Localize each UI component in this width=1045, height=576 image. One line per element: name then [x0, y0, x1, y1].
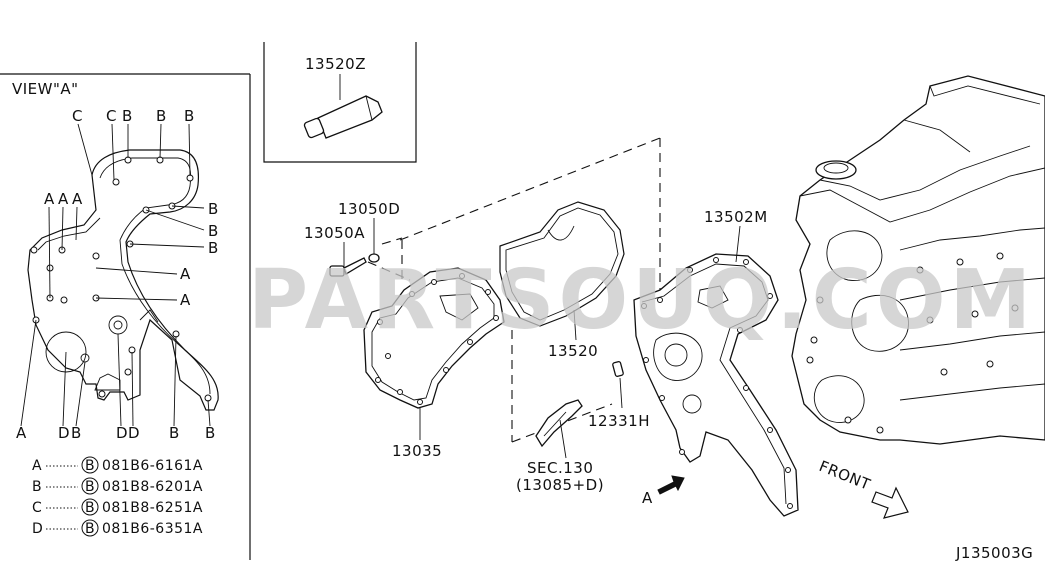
view-a-title: VIEW"A" — [12, 80, 79, 98]
legend-key: B — [32, 479, 42, 495]
bolt-group: 13050D 13050A — [304, 200, 411, 281]
view-label-c2: C — [106, 107, 117, 125]
sealant-tube-icon — [303, 95, 383, 139]
sealant-inset: 13520Z — [263, 42, 417, 163]
washer-icon — [368, 253, 380, 263]
front-cover-holes — [375, 273, 499, 405]
view-label-a3: A — [72, 190, 83, 208]
diagram-code: J135003G — [955, 544, 1033, 562]
view-label-b3: B — [184, 107, 195, 125]
legend-circle-symbol: B — [85, 479, 95, 495]
legend-part-number: 081B6-6161A — [102, 458, 203, 474]
legend-row: C B 081B8-6251A — [32, 498, 203, 516]
view-label-b4: B — [208, 200, 219, 218]
bolt-icon — [329, 257, 367, 277]
callout-13050a[interactable]: 13050A — [304, 224, 365, 242]
callout-13520[interactable]: 13520 — [548, 342, 598, 360]
view-label-b1: B — [122, 107, 133, 125]
engine-block-part — [791, 75, 1045, 445]
legend-row: A B 081B6-6161A — [32, 456, 203, 474]
legend-row: B B 081B8-6201A — [32, 477, 203, 495]
view-a-cover-drawing — [20, 123, 219, 427]
legend-row: D B 081B6-6351A — [32, 519, 203, 537]
view-label-b2: B — [156, 107, 167, 125]
engine-block-holes — [806, 252, 1019, 434]
view-label-d1: D — [58, 424, 70, 442]
arrow-a-icon — [657, 475, 685, 495]
view-label-b9: B — [205, 424, 216, 442]
oil-filler-cap-icon — [815, 160, 857, 180]
gasket-part: 13520 — [499, 201, 625, 360]
chain-guide-part: SEC.130 (13085+D) — [516, 399, 604, 494]
view-label-c1: C — [72, 107, 83, 125]
rear-cover-holes — [641, 257, 793, 509]
legend-circle-symbol: B — [85, 500, 95, 516]
watermark: PARTSOUQ.COM — [248, 253, 1035, 348]
legend-circle-symbol: B — [85, 458, 95, 474]
view-a-panel: VIEW"A" C C B B B A A A B B B A A A D B … — [0, 73, 251, 560]
view-label-d2: D — [116, 424, 128, 442]
legend-part-number: 081B6-6351A — [102, 521, 203, 537]
legend-key: D — [32, 521, 43, 537]
view-label-a2: A — [58, 190, 69, 208]
legend-key: A — [32, 458, 42, 474]
callout-13050d[interactable]: 13050D — [338, 200, 400, 218]
view-a-arrow: A — [642, 475, 685, 507]
legend: A B 081B6-6161A B B 081B8-6201A C B 081B… — [32, 456, 203, 537]
front-arrow-icon — [871, 486, 909, 519]
callout-13520z[interactable]: 13520Z — [305, 55, 366, 73]
legend-key: C — [32, 500, 42, 516]
view-label-d3: D — [128, 424, 140, 442]
view-label-a1: A — [44, 190, 55, 208]
callout-sec130[interactable]: SEC.130 — [527, 459, 593, 477]
rear-cover-part: 13502M — [633, 208, 799, 517]
front-indicator: FRONT — [817, 457, 909, 519]
legend-circle-symbol: B — [85, 521, 95, 537]
view-label-a5: A — [180, 291, 191, 309]
view-label-b7: B — [71, 424, 82, 442]
view-label-a4: A — [180, 265, 191, 283]
callout-12331h[interactable]: 12331H — [588, 412, 650, 430]
callout-13035[interactable]: 13035 — [392, 442, 442, 460]
view-label-b5: B — [208, 222, 219, 240]
arrow-a-label: A — [642, 489, 653, 507]
view-label-a6: A — [16, 424, 27, 442]
legend-part-number: 081B8-6201A — [102, 479, 203, 495]
legend-part-number: 081B8-6251A — [102, 500, 203, 516]
callout-sec130-sub: (13085+D) — [516, 476, 604, 494]
view-label-b8: B — [169, 424, 180, 442]
front-cover-part: 13035 — [363, 267, 505, 460]
view-a-leaders — [20, 123, 211, 427]
view-label-b6: B — [208, 239, 219, 257]
front-label: FRONT — [817, 457, 874, 494]
dowel-pin-part: 12331H — [588, 361, 650, 430]
callout-13502m[interactable]: 13502M — [704, 208, 768, 226]
